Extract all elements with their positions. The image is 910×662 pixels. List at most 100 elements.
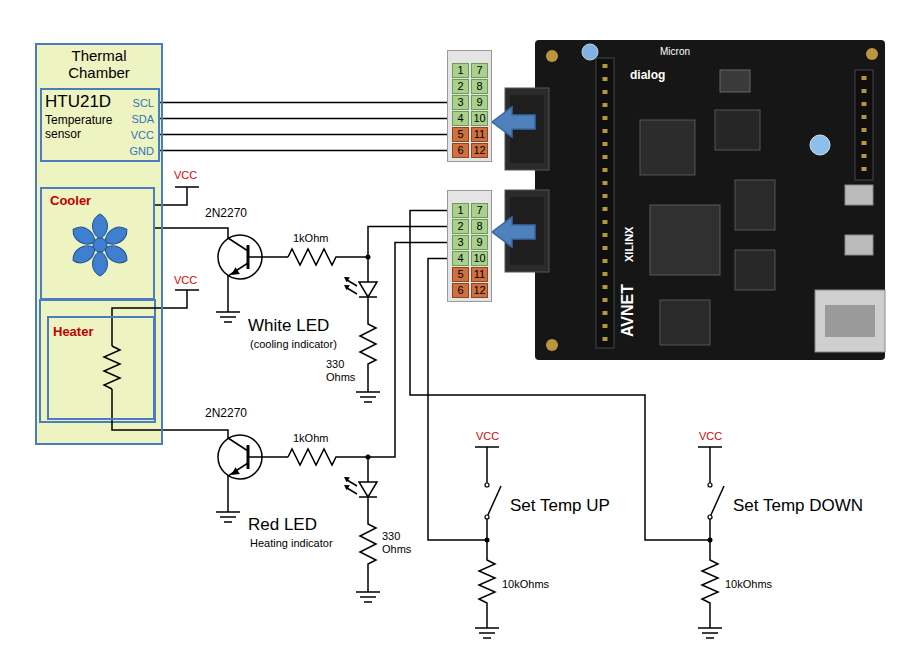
light-arrow-head <box>344 277 350 282</box>
pin-row <box>603 64 608 344</box>
pin-number: 3 <box>452 235 469 250</box>
switch-leads <box>475 447 499 555</box>
pin-row <box>862 76 867 176</box>
pin-name: SDA <box>122 113 154 125</box>
transistor-leads <box>228 438 288 512</box>
light-arrow-head <box>344 477 350 482</box>
pin-number: 9 <box>471 235 488 250</box>
pin-number: 11 <box>471 127 488 142</box>
led-note: (cooling indicator) <box>250 338 337 351</box>
resistor-symbol <box>479 555 495 628</box>
part-number: 2N2270 <box>205 406 247 420</box>
supply-label: VCC <box>174 274 197 287</box>
ground-symbol <box>356 392 380 402</box>
usb-port <box>815 290 885 352</box>
resistor-value: 1kOhm <box>293 232 328 245</box>
signal-wire <box>368 243 447 458</box>
signal-wire <box>160 118 447 120</box>
junction-dot <box>708 538 713 543</box>
logo-text: dialog <box>630 68 665 82</box>
emitter-arrow <box>231 267 240 275</box>
pin-number: 2 <box>452 219 469 234</box>
fan-hub <box>93 238 107 252</box>
resistor-value: 10kOhms <box>502 578 549 591</box>
button <box>810 135 830 155</box>
chip <box>650 205 720 275</box>
signal-wire <box>160 102 447 104</box>
ground-symbol <box>216 312 240 322</box>
chip <box>640 120 695 175</box>
pin-number: 6 <box>452 283 469 298</box>
resistor-symbol <box>360 318 376 392</box>
block-arrow <box>492 107 535 137</box>
switch-lever <box>487 486 501 517</box>
switch-name: Set Temp DOWN <box>733 496 863 516</box>
pin-name: SCL <box>122 97 154 109</box>
pin-strip <box>855 70 873 180</box>
emitter-arrow <box>231 467 240 475</box>
pin-number: 12 <box>471 283 488 298</box>
ground-symbol <box>356 592 380 602</box>
pin-number: 5 <box>452 267 469 282</box>
heater-housing <box>40 300 155 422</box>
pin-number: 7 <box>471 63 488 78</box>
chamber-title: Thermal Chamber <box>51 47 147 81</box>
chamber-box: HTU21DTemperature sensorSCLSDAVCCGNDCool… <box>35 43 163 445</box>
switch-lever <box>710 486 724 517</box>
ground-symbol <box>475 628 499 638</box>
pin-number: 1 <box>452 203 469 218</box>
logo-text: XILINX <box>623 227 636 262</box>
resistor-value: 10kOhms <box>725 578 772 591</box>
resistor-value: 1kOhm <box>293 432 328 445</box>
switch-name: Set Temp UP <box>510 496 610 516</box>
pin-number: 9 <box>471 95 488 110</box>
wire <box>155 228 228 238</box>
switch-leads <box>698 447 722 555</box>
resistor-symbol <box>104 346 120 389</box>
pin-header: 172839410511612 <box>447 190 492 302</box>
resistor-value: 330 Ohms <box>382 530 411 556</box>
pin-number: 2 <box>452 79 469 94</box>
pin-number: 4 <box>452 251 469 266</box>
mount-hole <box>546 339 558 351</box>
pin-name: VCC <box>122 129 154 141</box>
pin-number: 12 <box>471 143 488 158</box>
fan-blade <box>93 251 108 276</box>
resistor-symbol <box>288 249 368 265</box>
pin-number: 3 <box>452 95 469 110</box>
pin-header: 172839410511612 <box>447 50 492 162</box>
ground-symbol <box>698 628 722 638</box>
signal-wire <box>160 150 447 152</box>
board-photo: MicrondialogXILINXAVNET <box>535 40 885 360</box>
part-name: Heater <box>53 324 93 340</box>
supply-label: VCC <box>174 169 197 182</box>
logo-text: Micron <box>660 46 690 58</box>
pin-number: 1 <box>452 63 469 78</box>
supply-label: VCC <box>699 430 722 443</box>
chip <box>660 300 710 345</box>
mount-hole <box>546 50 558 62</box>
block-arrow <box>492 217 535 247</box>
resistor-value: 330 Ohms <box>326 358 355 384</box>
part-number: 2N2270 <box>205 206 247 220</box>
led-leads <box>359 457 377 518</box>
chip <box>720 70 750 92</box>
pin-number: 6 <box>452 143 469 158</box>
junction-dot <box>485 538 490 543</box>
part-name: Cooler <box>50 193 91 209</box>
button <box>582 44 598 60</box>
pin-number: 8 <box>471 79 488 94</box>
transistor-leads <box>228 238 288 312</box>
usb-port <box>845 185 873 205</box>
chip <box>735 180 775 230</box>
switch-contact <box>485 483 489 487</box>
heater-box: Heater <box>47 316 155 420</box>
led-symbol <box>359 482 377 497</box>
part-description: Temperature sensor <box>45 113 125 141</box>
light-arrow-head <box>344 485 350 490</box>
sensor-box: HTU21DTemperature sensorSCLSDAVCCGND <box>40 88 160 162</box>
pin-name: GND <box>122 145 154 157</box>
chip <box>735 250 775 290</box>
chip <box>715 110 760 150</box>
